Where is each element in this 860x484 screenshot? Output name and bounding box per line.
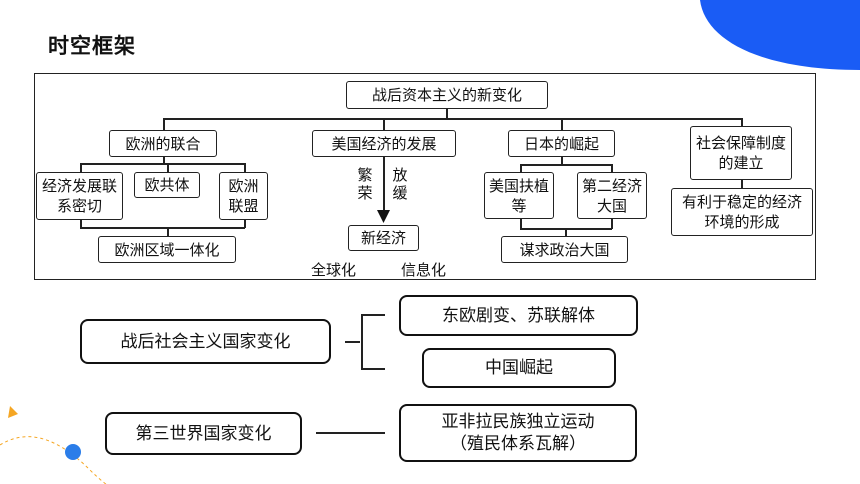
connector: [383, 118, 385, 130]
connector: [163, 156, 165, 164]
connector: [163, 118, 165, 130]
connector: [561, 118, 563, 130]
third-world-label: 第三世界国家变化: [135, 423, 272, 444]
connector: [611, 219, 613, 229]
connector: [163, 118, 741, 120]
europe-child-1: 经济发展联系密切: [36, 172, 123, 220]
europe-node: 欧洲的联合: [109, 130, 217, 157]
connector: [244, 163, 246, 173]
connector: [167, 163, 169, 173]
connector: [244, 220, 246, 228]
third-world-result: 亚非拉民族独立运动 （殖民体系瓦解）: [399, 404, 637, 462]
connector: [520, 164, 612, 166]
connector: [565, 228, 567, 236]
connector: [383, 157, 385, 212]
root-node: 战后资本主义的新变化: [346, 81, 548, 109]
connector: [80, 220, 82, 228]
connector: [167, 227, 169, 236]
connector: [80, 163, 82, 173]
europe-result: 欧洲区域一体化: [98, 236, 236, 263]
europe-child-2: 欧共体: [134, 172, 200, 198]
connector: [446, 109, 448, 119]
connector: [611, 164, 613, 172]
usa-slowdown-label: 放缓: [392, 166, 408, 202]
usa-outcome-2: 信息化: [401, 261, 447, 279]
socialist-branch-2: 中国崛起: [422, 348, 616, 388]
third-world-node: 第三世界国家变化: [105, 412, 302, 455]
connector: [741, 180, 743, 188]
social-result: 有利于稳定的经济环境的形成: [671, 188, 813, 236]
connector: [520, 219, 522, 229]
connector: [741, 118, 743, 126]
japan-child-2: 第二经济大国: [577, 172, 647, 219]
socialist-countries-label: 战后社会主义国家变化: [120, 331, 291, 352]
connector: [80, 227, 245, 229]
third-world-result-line1: 亚非拉民族独立运动: [441, 412, 595, 432]
socialist-branch-2-label: 中国崛起: [485, 358, 553, 378]
japan-child-1: 美国扶植等: [484, 172, 554, 219]
connector: [80, 163, 245, 165]
page-title: 时空框架: [48, 34, 136, 58]
connector: [561, 157, 563, 165]
japan-result: 谋求政治大国: [501, 236, 628, 263]
social-node: 社会保障制度的建立: [690, 126, 792, 180]
diagram-frame: [34, 73, 816, 280]
third-world-result-line2: （殖民体系瓦解）: [450, 434, 586, 454]
connector: [520, 164, 522, 172]
usa-outcome-1: 全球化: [311, 261, 357, 279]
socialist-countries-node: 战后社会主义国家变化: [80, 319, 331, 364]
japan-node: 日本的崛起: [508, 130, 615, 157]
socialist-branch-1: 东欧剧变、苏联解体: [399, 295, 638, 336]
usa-result: 新经济: [348, 225, 419, 251]
socialist-branch-1-label: 东欧剧变、苏联解体: [442, 305, 595, 326]
usa-node: 美国经济的发展: [312, 130, 456, 157]
europe-child-3: 欧洲联盟: [219, 172, 268, 220]
usa-prosperity-label: 繁荣: [357, 166, 373, 202]
